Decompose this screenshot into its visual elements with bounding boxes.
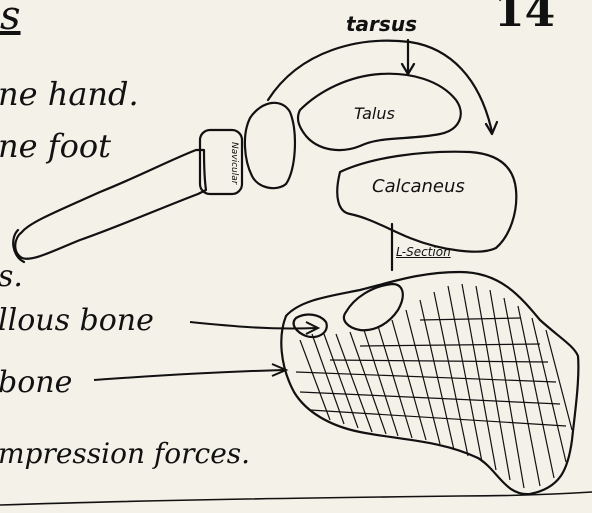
text-line-5: bone bbox=[0, 368, 72, 398]
talus-label: Talus bbox=[354, 106, 395, 122]
heading-fragment: s bbox=[0, 0, 21, 36]
text-line-2: ne foot bbox=[0, 130, 111, 162]
text-line-6: mpression forces. bbox=[0, 440, 250, 468]
calcaneus-label: Calcaneus bbox=[372, 178, 465, 196]
text-line-3: s. bbox=[0, 262, 23, 292]
navicular-bone bbox=[245, 103, 295, 188]
tarsus-label: tarsus bbox=[346, 14, 417, 34]
spongy-bone-pointer bbox=[190, 322, 316, 329]
compact-bone-pointer bbox=[94, 370, 284, 380]
page-number: 14 bbox=[494, 0, 555, 34]
marrow-cavity bbox=[294, 315, 327, 338]
text-line-1: ne hand. bbox=[0, 78, 139, 110]
calcaneus-bone bbox=[337, 152, 516, 252]
text-line-4: llous bone bbox=[0, 306, 154, 336]
section-label: L-Section bbox=[396, 246, 451, 258]
metatarsal-bone bbox=[15, 150, 206, 259]
navicular-label: Navicular bbox=[229, 142, 238, 184]
trabecular-hatching bbox=[296, 284, 572, 488]
page-rule bbox=[0, 492, 592, 505]
